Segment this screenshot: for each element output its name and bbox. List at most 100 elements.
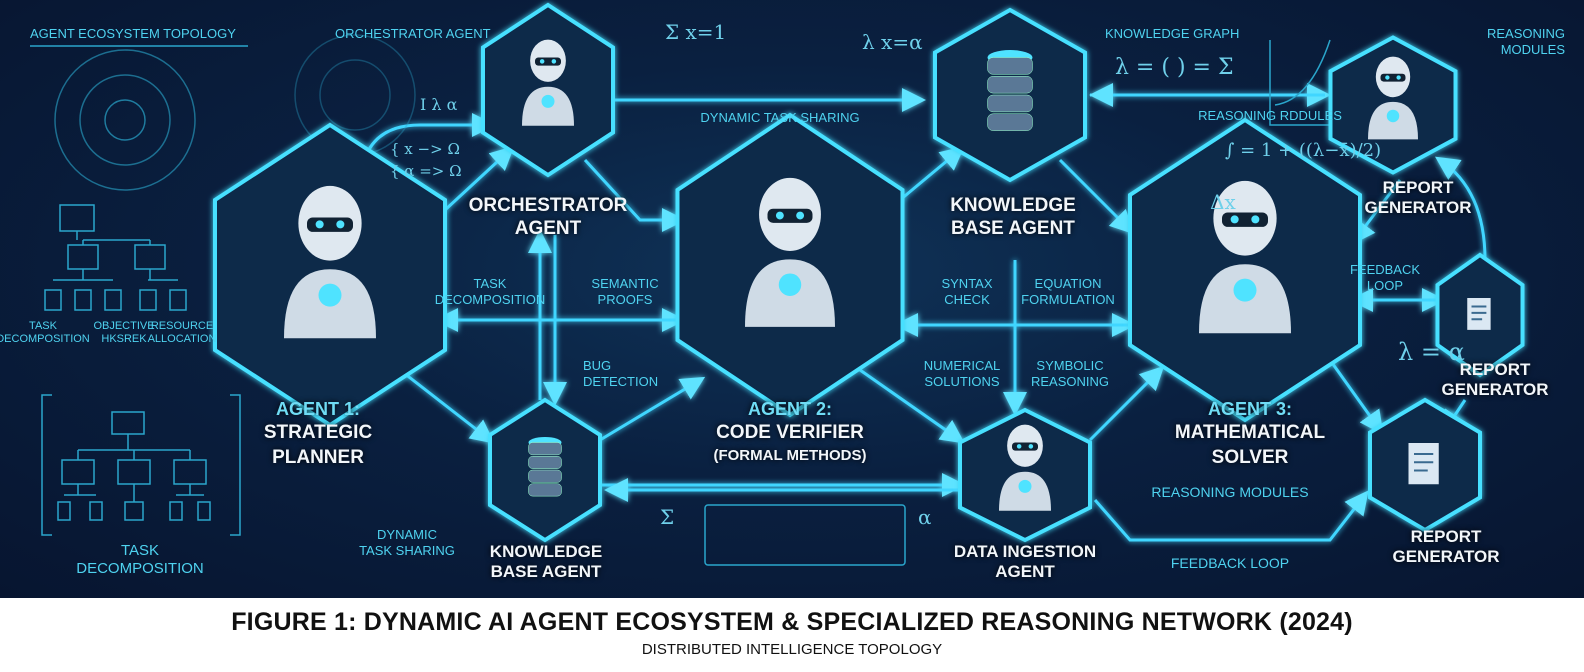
math-greek: I λ α [420,95,458,114]
math-sigma: Σ [660,505,675,529]
connector [399,368,495,444]
tree-edges [64,434,204,502]
tree-node [61,459,95,485]
connector [1328,359,1384,435]
connectors [358,83,1487,542]
connector [1093,490,1369,542]
tree-node [139,289,157,311]
math-map2: { α => Ω [390,162,462,180]
tree-node [111,411,145,435]
tree-node [67,244,99,270]
math-lambda-alpha: λ = α [1398,338,1465,366]
connector [899,146,965,202]
math-kg-formula: λ = ( ) = Σ [1115,55,1234,80]
hex-nodes [213,2,1525,543]
connector [1351,179,1402,245]
math-map1: { x −> Ω [390,140,460,158]
edge-label-reasoning-rddules: REASONING RDDULES [1198,108,1342,123]
ecosystem-topology-label: AGENT ECOSYSTEM TOPOLOGY [30,26,236,41]
tree-node [59,204,95,232]
report-bottom-hex [1368,397,1482,533]
kb-top-hex [933,7,1087,183]
connector [859,368,965,444]
tree-node [134,244,166,270]
math-delta: Δx [1210,190,1236,214]
math-integral: ∫ = 1 + ((λ−x̄)/2) [1225,140,1382,161]
robot-icon [1199,180,1291,334]
data-ingestion-hex [958,407,1092,543]
robot-icon [284,185,376,339]
connector-layer [30,2,1525,566]
edge-label-dynamic-task-sharing: DYNAMIC TASK SHARING [700,110,860,125]
document-icon [1467,298,1491,330]
tree-node [173,459,207,485]
figure-caption-subtitle: DISTRIBUTED INTELLIGENCE TOPOLOGY [641,641,943,658]
figure-caption-title: FIGURE 1: DYNAMIC AI AGENT ECOSYSTEM & S… [231,608,1353,636]
tree-node [124,501,144,521]
robot-icon [999,424,1051,511]
graph-panel [1269,39,1331,126]
radar-circle [54,49,196,191]
tree-edges [53,231,178,281]
radar-circle [319,59,391,131]
edge-label-feedback-loop-bottom: FEEDBACK LOOP [1170,555,1290,571]
math-sum: Σ x=1 [665,20,727,44]
diagram-canvas: AGENT ECOSYSTEM TOPOLOGY ORCHESTRATOR AG… [0,0,1584,598]
report-mid-hex [1435,252,1525,378]
orchestrator-callout-label: ORCHESTRATOR AGENT [335,26,491,41]
knowledge-graph-label: KNOWLEDGE GRAPH [1105,26,1240,41]
math-alpha: α [918,505,932,529]
robot-icon [1368,56,1418,140]
connector [1435,156,1487,261]
tree-node [169,289,187,311]
database-icon [987,50,1033,131]
database-icon [528,437,562,497]
connector [583,158,686,232]
tree-node [57,501,71,521]
report-top-hex [1328,35,1458,175]
agent2-label: AGENT 2:CODE VERIFIER(FORMAL METHODS) [713,399,867,465]
orchestrator-hex [481,2,615,178]
agent3-hex [1128,117,1362,423]
tree-node [117,459,151,485]
document-icon [1408,443,1439,485]
robot-icon [522,39,574,126]
code-panel [704,504,906,566]
agent2-hex [675,112,905,418]
connector [599,376,706,442]
tree-node [104,289,122,311]
agent1-hex [213,122,447,428]
radar-circle [104,99,146,141]
tree-node [74,289,92,311]
connector [443,145,515,212]
tree-node [197,501,211,521]
connector [1088,365,1165,442]
tree-node [44,289,62,311]
tree-node [169,501,183,521]
tree-node [89,501,103,521]
radar-circle [79,74,171,166]
decor-lines [30,34,1331,566]
kb-bottom-hex [488,397,602,543]
